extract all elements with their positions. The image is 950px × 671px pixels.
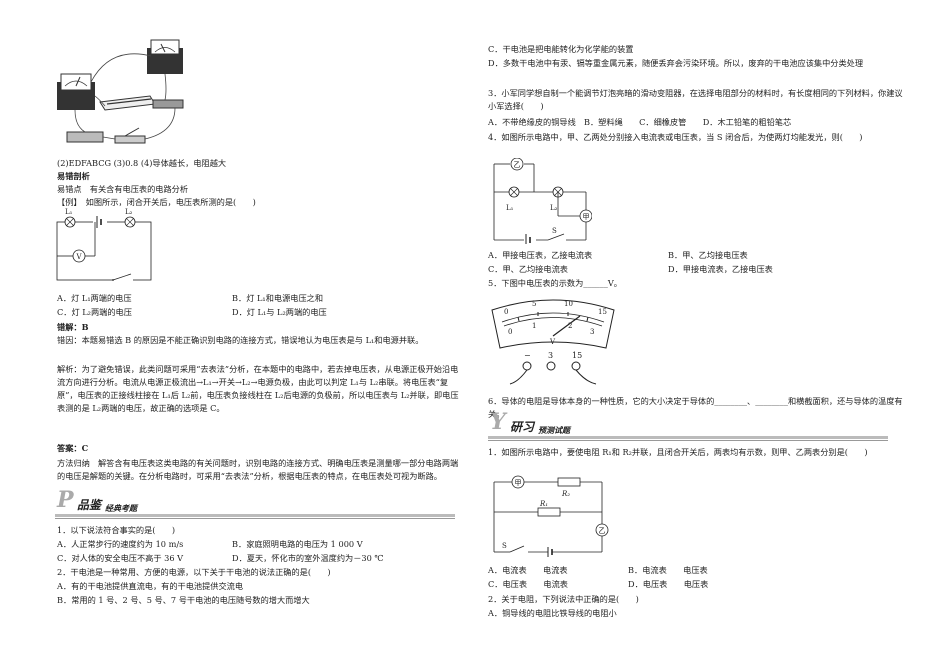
switch-s-label: S [552,227,557,235]
dial-top-0: 0 [504,308,508,316]
voltmeter-dial-illustration: 0 5 10 15 0 1 2 3 V − 3 15 [491,299,615,385]
section-header-forecast: Y 研习 预测试题 [488,411,888,441]
question-2-option-c: C．干电池是把电能转化为化学能的装置 [488,44,634,54]
practice-2-option-a: A．铜导线的电阻比铁导线的电阻小 [488,608,617,618]
terminal-3: 3 [548,351,553,360]
lamp-l1-label: L₁ [65,208,73,216]
question-4-circuit-diagram: 乙 甲 L₁ L₂ S [493,158,592,244]
switch-s-label: S [502,542,507,550]
dial-bottom-0: 0 [508,328,512,336]
question-2-option-a: A．有的干电池提供直流电，有的干电池提供交流电 [57,581,244,591]
question-4-option-b: B．甲、乙均接电压表 [668,250,748,260]
dial-bottom-1: 1 [532,322,536,330]
lamp-l2-label: L₂ [125,208,133,216]
question-4: 4．如图所示电路中，甲、乙两处分别接入电流表或电压表，当 S 闭合后，为使两灯均… [488,132,863,142]
dial-unit: V [549,338,556,346]
question-1: 1．以下说法符合事实的是( ) [57,525,176,535]
example-circuit-diagram: V L₁ L₂ [56,208,152,284]
question-2: 2．干电池是一种常用、方便的电源，以下关于干电池的说法正确的是( ) [57,567,331,577]
lamp-l2-label: L₂ [550,204,558,212]
section-header-sub: 预测试题 [538,425,570,435]
practice-1-option-b: B．电流表 电压表 [628,565,708,575]
dial-bottom-2: 2 [568,322,572,330]
question-2-option-b: B．常用的 1 号、2 号、5 号、7 号干电池的电压随号数的增大而增大 [57,595,310,605]
question-5: 5．下图中电压表的示数为______V。 [488,278,622,288]
terminal-negative: − [524,351,531,360]
section-title: 易错剖析 [57,171,90,181]
meter-jia-label: 甲 [515,479,522,487]
question-6: 6．导体的电阻是导体本身的一种性质，它的大小决定于导体的________、___… [488,396,903,419]
question-4-option-a: A．甲接电压表，乙接电流表 [488,250,593,260]
section-header-sub: 经典考题 [105,503,137,513]
r1-label: R₁ [539,500,548,508]
option-d: D．灯 L₁与 L₂两端的电压 [232,307,327,317]
answers-line: (2)EDFABCG (3)0.8 (4)导体越长，电阻越大 [57,158,227,168]
section-header-main: 研习 [510,420,535,434]
wrong-answer: 错解：B [57,322,89,332]
experiment-apparatus-illustration [57,39,184,144]
question-1-option-c: C．对人体的安全电压不高于 36 V [57,553,184,563]
answer: 答案：C [57,443,89,453]
error-point: 易错点 有关含有电压表的电路分析 [57,184,189,194]
question-2-option-d: D．多数干电池中有汞、镉等重金属元素，随便丢弃会污染环境。所以，废弃的干电池应该… [488,58,864,68]
question-4-option-c: C．甲、乙均接电流表 [488,264,568,274]
option-a: A．灯 L₁两端的电压 [57,293,132,303]
practice-1-option-d: D．电压表 电压表 [628,579,709,589]
example-question: 【例】 如图所示，闭合开关后，电压表所测的是( ) [57,197,256,207]
practice-question-1: 1．如图所示电路中，要使电阻 R₁和 R₂并联，且闭合开关后，两表均有示数，则甲… [488,447,868,457]
dial-top-15: 15 [598,308,607,316]
option-c: C．灯 L₂两端的电压 [57,307,132,317]
meter-yi-label: 乙 [514,161,521,169]
dial-top-5: 5 [532,300,536,308]
question-1-option-b: B．家庭照明电路的电压为 1 000 V [232,539,363,549]
option-b: B．灯 L₁和电源电压之和 [232,293,324,303]
question-4-option-d: D．甲接电流表，乙接电压表 [668,264,773,274]
meter-yi-label: 乙 [599,527,606,535]
question-1-option-d: D．夏天，怀化市的室外温度约为－30 ℃ [232,553,384,563]
dial-bottom-3: 3 [590,328,594,336]
r2-label: R₂ [561,490,570,498]
wrong-cause: 错因：本题易错选 B 的原因是不能正确识别电路的连接方式，错误地认为电压表是与 … [57,335,424,345]
practice-question-2: 2．关于电阻，下列说法中正确的是( ) [488,594,639,604]
voltmeter-label: V [75,253,82,261]
question-1-option-a: A．人正常步行的速度约为 10 m/s [57,539,184,549]
method-summary: 方法归纳 解答含有电压表这类电路的有关问题时，识别电路的连接方式、明确电压表是测… [57,458,459,481]
question-3: 3．小军同学想自制一个能调节灯泡亮暗的滑动变阻器，在选择电阻部分的材料时，有长度… [488,88,903,111]
practice-1-option-a: A．电流表 电流表 [488,565,568,575]
section-header-main: 品鉴 [77,498,102,512]
practice-1-option-c: C．电压表 电流表 [488,579,568,589]
meter-jia-label: 甲 [583,213,590,221]
section-header-classic: P 品鉴 经典考题 [55,489,455,519]
dial-top-10: 10 [564,300,573,308]
practice-1-circuit-diagram: 甲 R₂ R₁ 乙 S [493,475,609,557]
terminal-15: 15 [572,351,582,360]
question-3-options: A．不带绝缘皮的铜导线 B．塑料绳 C．细橡皮管 D．木工铅笔的粗铅笔芯 [488,117,792,127]
lamp-l1-label: L₁ [506,204,514,212]
analysis: 解析：为了避免错误，此类问题可采用“去表法”分析，在本题中的电路中，若去掉电压表… [57,364,459,413]
